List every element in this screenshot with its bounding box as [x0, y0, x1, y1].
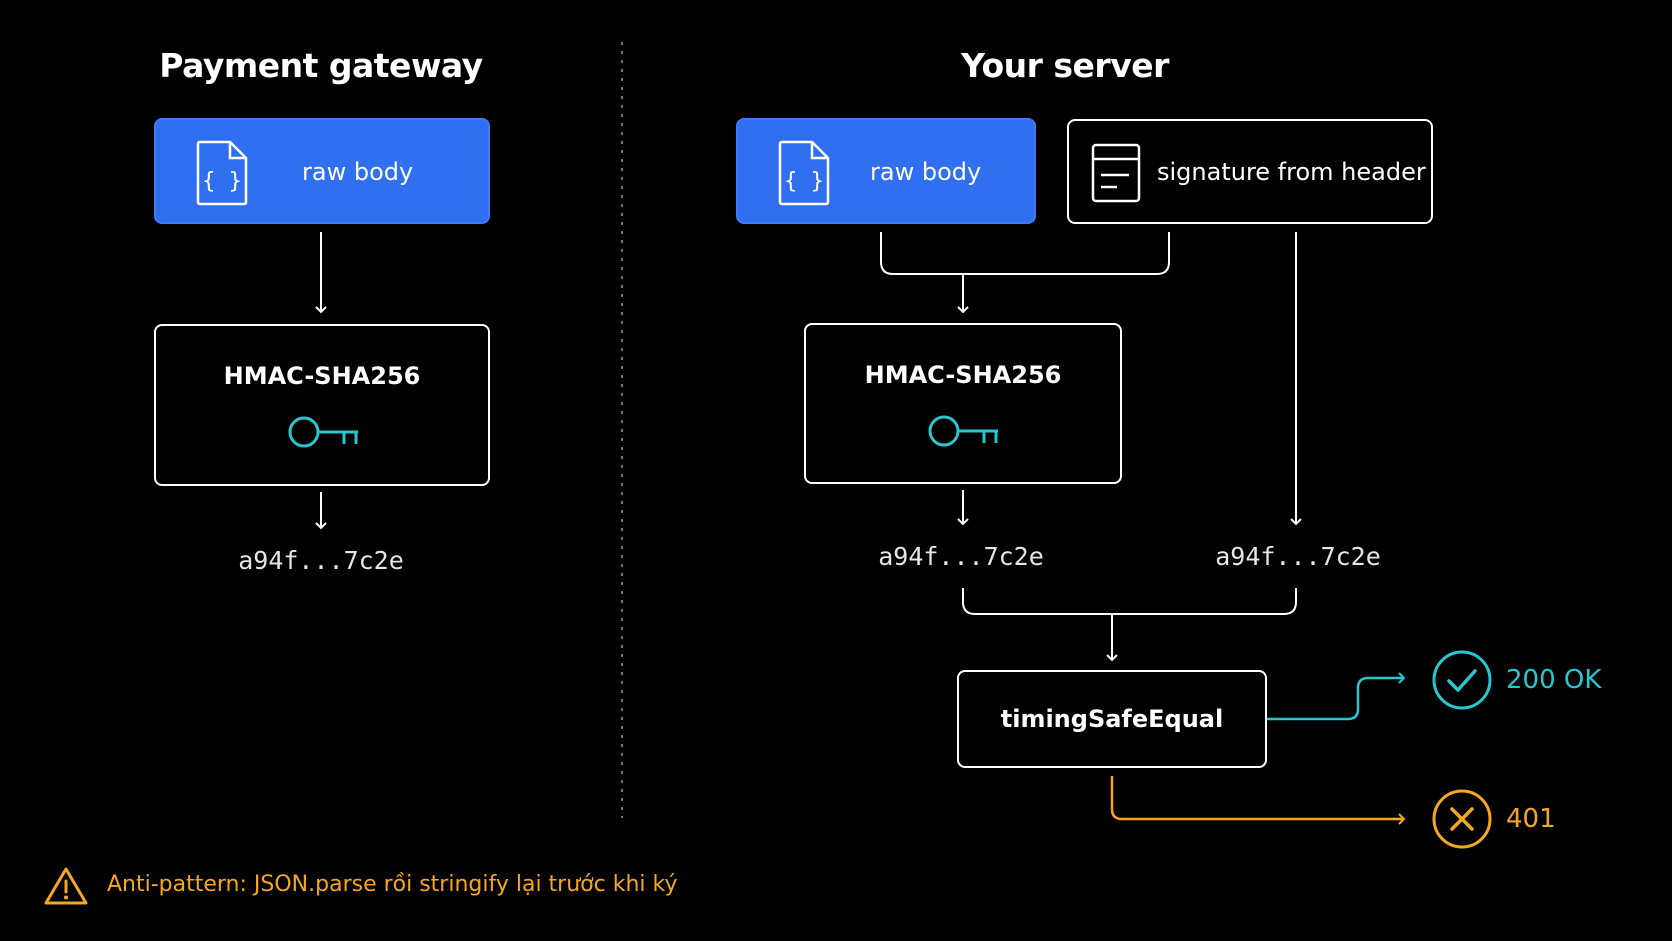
timing-safe-equal-label: timingSafeEqual [1000, 705, 1224, 733]
warning-icon [44, 867, 88, 905]
document-icon [1091, 143, 1141, 203]
x-circle-icon [1432, 789, 1492, 849]
failure-arrow [1110, 776, 1406, 825]
key-icon [928, 415, 998, 447]
timing-safe-equal-box: timingSafeEqual [957, 670, 1267, 768]
gateway-hash-value: a94f...7c2e [238, 546, 404, 575]
json-file-icon: { } [778, 140, 830, 206]
success-outcome-label: 200 OK [1506, 665, 1602, 695]
server-signature-label: signature from header [1157, 158, 1426, 186]
server-hmac-label: HMAC-SHA256 [864, 361, 1062, 389]
gateway-hmac-label: HMAC-SHA256 [223, 362, 421, 390]
key-icon [288, 416, 358, 448]
check-circle-icon [1432, 650, 1492, 710]
failure-outcome-label: 401 [1506, 804, 1556, 834]
success-arrow [1267, 672, 1406, 721]
server-raw-body-label: raw body [870, 158, 982, 186]
json-file-icon: { } [196, 140, 248, 206]
svg-text:{ }: { } [784, 169, 824, 194]
gateway-raw-body-label: raw body [302, 158, 414, 186]
server-signature-box: signature from header [1067, 119, 1433, 224]
server-hmac-box: HMAC-SHA256 [804, 323, 1122, 484]
gateway-raw-body-box: { } raw body [154, 118, 490, 224]
left-section-title: Payment gateway [159, 46, 483, 85]
compare-merge-connector [962, 588, 1297, 615]
server-merge-connector [880, 232, 1170, 275]
server-header-hash: a94f...7c2e [1215, 542, 1381, 571]
server-computed-hash: a94f...7c2e [878, 542, 1044, 571]
server-raw-body-box: { } raw body [736, 118, 1036, 224]
gateway-hmac-box: HMAC-SHA256 [154, 324, 490, 486]
right-section-title: Your server [961, 46, 1169, 85]
svg-text:{ }: { } [202, 169, 242, 194]
anti-pattern-warning: Anti-pattern: JSON.parse rồi stringify l… [107, 872, 678, 897]
